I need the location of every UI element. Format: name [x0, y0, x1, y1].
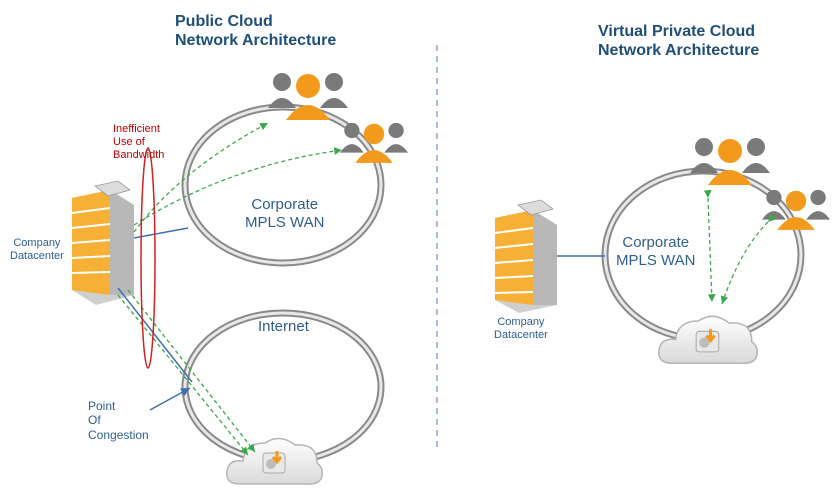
cloud-server-icon [657, 314, 759, 366]
internet-label: Internet [258, 318, 309, 335]
datacenter-wan-link [133, 227, 189, 239]
flow-arrow [703, 190, 716, 303]
right-panel-title: Virtual Private Cloud Network Architectu… [598, 23, 760, 60]
left-wan-label: Corporate MPLS WAN [245, 196, 325, 231]
user-group-icon [762, 189, 830, 230]
cloud-server-icon [225, 436, 324, 486]
left-datacenter-label: Company Datacenter [10, 237, 64, 263]
flow-arrow [720, 213, 777, 305]
bandwidth-highlight-oval [140, 147, 156, 369]
left-datacenter-building-icon [71, 180, 134, 305]
left-panel-title: Public Cloud Network Architecture [175, 13, 337, 50]
point-of-congestion-label: Point Of Congestion [88, 399, 149, 442]
flow-arrow [117, 294, 249, 456]
right-datacenter-label: Company Datacenter [494, 316, 548, 342]
user-group-icon [690, 138, 770, 185]
user-group-icon [340, 122, 408, 163]
flow-arrow [133, 122, 269, 233]
inefficient-bandwidth-label: Inefficient Use of Bandwidth [113, 123, 165, 162]
congestion-pointer-arrow [149, 387, 191, 411]
right-wan-label: Corporate MPLS WAN [616, 234, 696, 269]
flow-arrow [127, 289, 256, 453]
datacenter-internet-link [117, 287, 193, 383]
right-datacenter-building-icon [494, 199, 557, 313]
user-group-icon [268, 73, 348, 120]
